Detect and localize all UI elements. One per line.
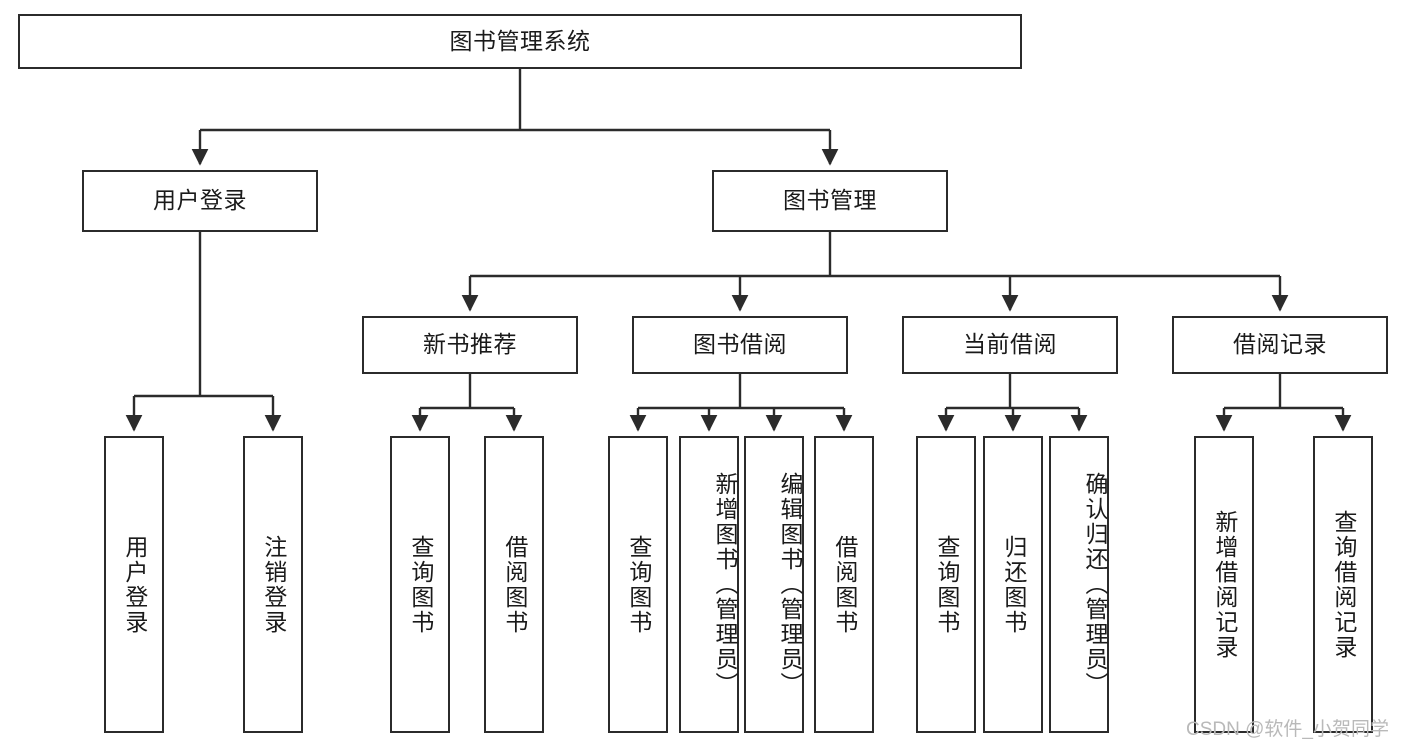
node-leaf-query-book-cur-label: 查询图书 xyxy=(933,534,960,635)
node-leaf-query-record[interactable]: 查询借阅记录 xyxy=(1313,436,1373,733)
node-user-login-label: 用户登录 xyxy=(153,187,247,214)
node-leaf-query-book-rec[interactable]: 查询图书 xyxy=(390,436,450,733)
node-leaf-user-login[interactable]: 用户登录 xyxy=(104,436,164,733)
node-leaf-user-login-label: 用户登录 xyxy=(121,534,148,635)
node-leaf-return-book[interactable]: 归还图书 xyxy=(983,436,1043,733)
node-leaf-edit-book[interactable]: 编辑图书（管理员） xyxy=(744,436,804,733)
node-leaf-borrow-book-rec-label: 借阅图书 xyxy=(501,534,528,635)
node-current-borrow[interactable]: 当前借阅 xyxy=(902,316,1118,374)
node-leaf-return-book-label: 归还图书 xyxy=(1000,534,1027,635)
node-leaf-query-book-rec-label: 查询图书 xyxy=(407,534,434,635)
node-book-manage[interactable]: 图书管理 xyxy=(712,170,948,232)
node-leaf-edit-book-label: 编辑图书（管理员） xyxy=(777,472,803,697)
node-user-login[interactable]: 用户登录 xyxy=(82,170,318,232)
node-leaf-add-record[interactable]: 新增借阅记录 xyxy=(1194,436,1254,733)
node-borrow-record[interactable]: 借阅记录 xyxy=(1172,316,1388,374)
node-leaf-confirm-return[interactable]: 确认归还（管理员） xyxy=(1049,436,1109,733)
node-book-borrow[interactable]: 图书借阅 xyxy=(632,316,848,374)
node-current-borrow-label: 当前借阅 xyxy=(963,331,1057,358)
node-leaf-add-record-label: 新增借阅记录 xyxy=(1211,509,1238,660)
node-leaf-query-book-bor[interactable]: 查询图书 xyxy=(608,436,668,733)
node-leaf-add-book-label: 新增图书（管理员） xyxy=(712,472,738,697)
node-root-label: 图书管理系统 xyxy=(449,27,591,54)
node-leaf-borrow-book-bor[interactable]: 借阅图书 xyxy=(814,436,874,733)
node-leaf-query-record-label: 查询借阅记录 xyxy=(1330,509,1357,660)
node-leaf-borrow-book-bor-label: 借阅图书 xyxy=(831,534,858,635)
node-leaf-add-book[interactable]: 新增图书（管理员） xyxy=(679,436,739,733)
node-borrow-record-label: 借阅记录 xyxy=(1233,331,1327,358)
node-new-book-rec-label: 新书推荐 xyxy=(423,331,517,358)
node-leaf-borrow-book-rec[interactable]: 借阅图书 xyxy=(484,436,544,733)
node-root[interactable]: 图书管理系统 xyxy=(18,14,1022,69)
node-leaf-logout-label: 注销登录 xyxy=(260,534,287,635)
node-book-borrow-label: 图书借阅 xyxy=(693,331,787,358)
node-leaf-query-book-bor-label: 查询图书 xyxy=(625,534,652,635)
node-book-manage-label: 图书管理 xyxy=(783,187,877,214)
node-new-book-rec[interactable]: 新书推荐 xyxy=(362,316,578,374)
csdn-watermark: CSDN @软件_小贺同学 xyxy=(1186,719,1389,740)
node-leaf-confirm-return-label: 确认归还（管理员） xyxy=(1082,472,1108,697)
node-leaf-query-book-cur[interactable]: 查询图书 xyxy=(916,436,976,733)
node-leaf-logout[interactable]: 注销登录 xyxy=(243,436,303,733)
